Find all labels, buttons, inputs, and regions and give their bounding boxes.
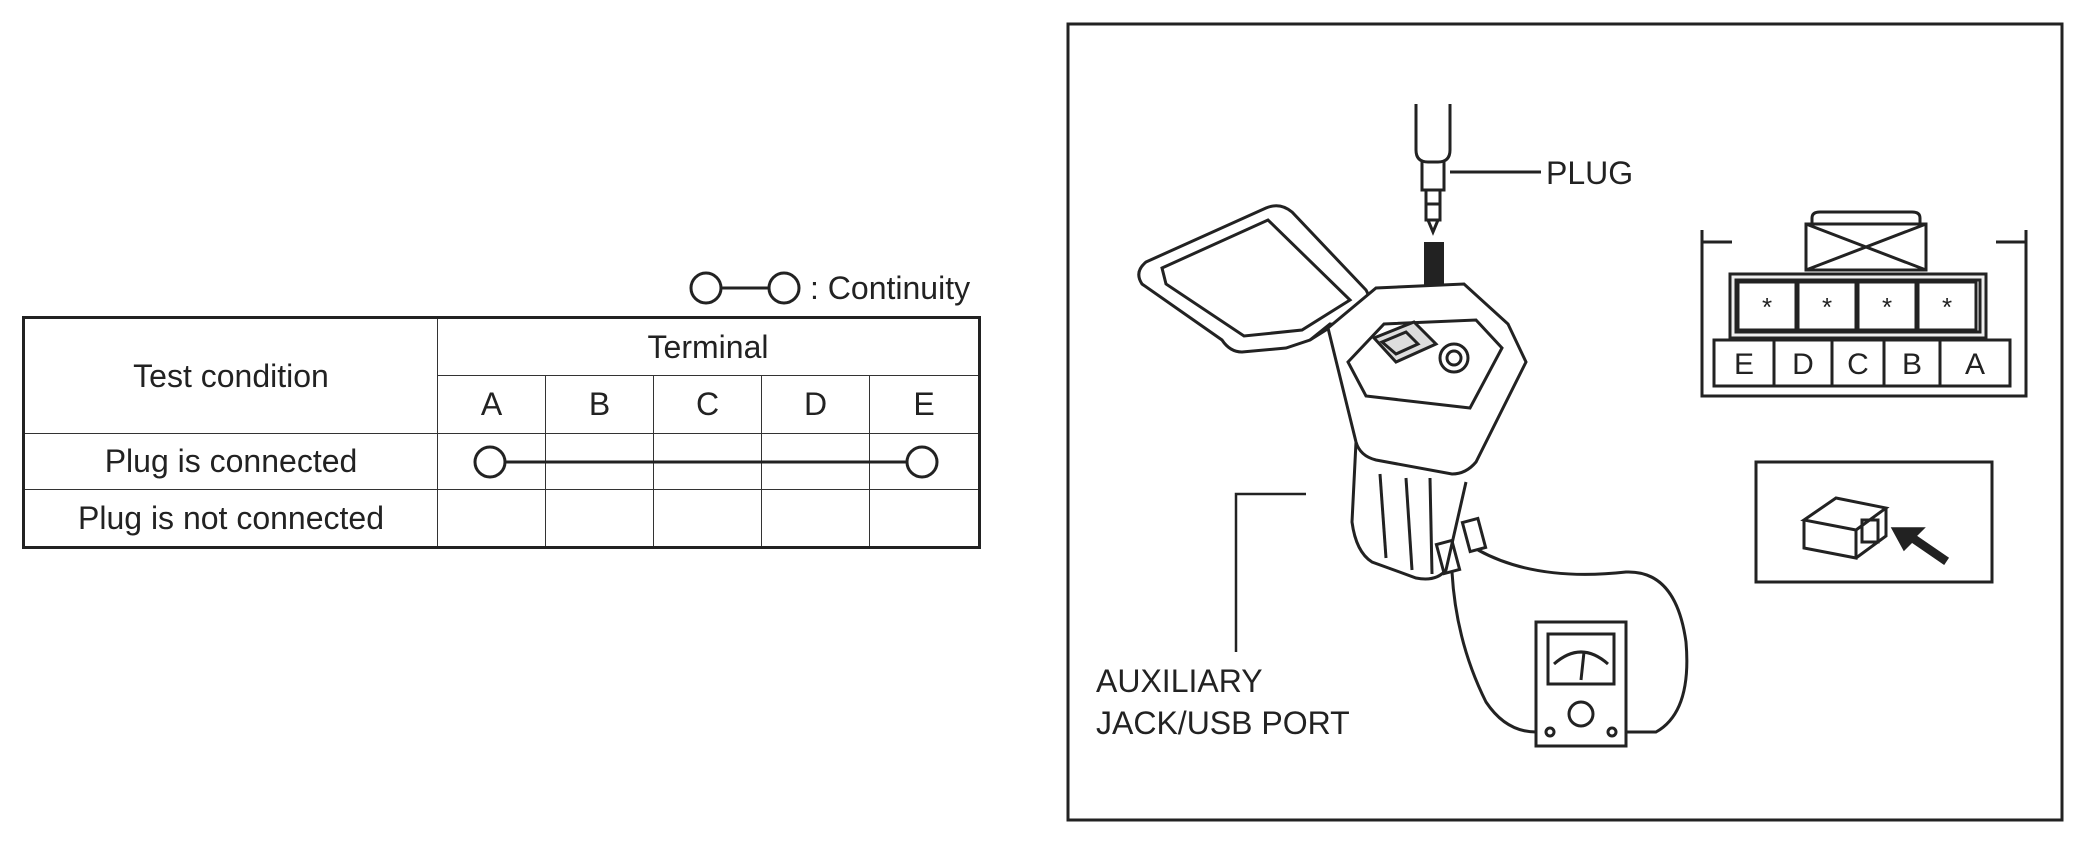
- continuity-legend: : Continuity: [686, 266, 970, 310]
- pin-top-4: *: [1942, 292, 1952, 322]
- terminal-header-a: A: [437, 375, 546, 434]
- aux-usb-port-icon: [1326, 282, 1528, 581]
- pin-top-3: *: [1882, 292, 1892, 322]
- pin-d: D: [1792, 348, 1814, 381]
- terminal-header-e: E: [868, 375, 981, 434]
- pin-top-2: *: [1822, 292, 1832, 322]
- port-leader-line: [1234, 492, 1306, 652]
- pin-c: C: [1847, 348, 1869, 381]
- circuit-tester-icon: [1534, 620, 1628, 748]
- pin-a: A: [1965, 348, 1985, 381]
- plug-icon: [1414, 104, 1541, 236]
- terminal-header-c: C: [653, 375, 762, 434]
- view-direction-inset: [1754, 460, 1994, 584]
- table-row: Plug is connected: [23, 433, 981, 490]
- port-label-line1: AUXILIARY: [1096, 663, 1263, 699]
- continuity-symbol-icon: [689, 271, 801, 305]
- figure-frame: [1066, 22, 2064, 822]
- port-label-line2: JACK/USB PORT: [1096, 705, 1350, 741]
- pin-e: E: [1734, 348, 1754, 381]
- terminal-header-b: B: [545, 375, 654, 434]
- view-arrow-icon: [1890, 527, 1950, 566]
- header-test-condition: Test condition: [23, 317, 438, 434]
- pin-top-1: *: [1762, 292, 1772, 322]
- plug-label: PLUG: [1546, 155, 1633, 191]
- connector-face-diagram: [1700, 210, 2028, 398]
- header-terminal: Terminal: [436, 317, 981, 376]
- connector-illustration: PLUG: [1066, 22, 2066, 822]
- condition-plug-connected: Plug is connected: [23, 433, 438, 490]
- legend-label: : Continuity: [810, 269, 971, 306]
- tester-leads: [1434, 516, 1689, 734]
- table-row: Plug is not connected: [23, 489, 981, 548]
- pin-b: B: [1902, 348, 1922, 381]
- condition-plug-not-connected: Plug is not connected: [23, 489, 438, 548]
- continuity-table: Test condition Terminal A B C D E Plug i…: [22, 316, 982, 549]
- terminal-header-d: D: [761, 375, 870, 434]
